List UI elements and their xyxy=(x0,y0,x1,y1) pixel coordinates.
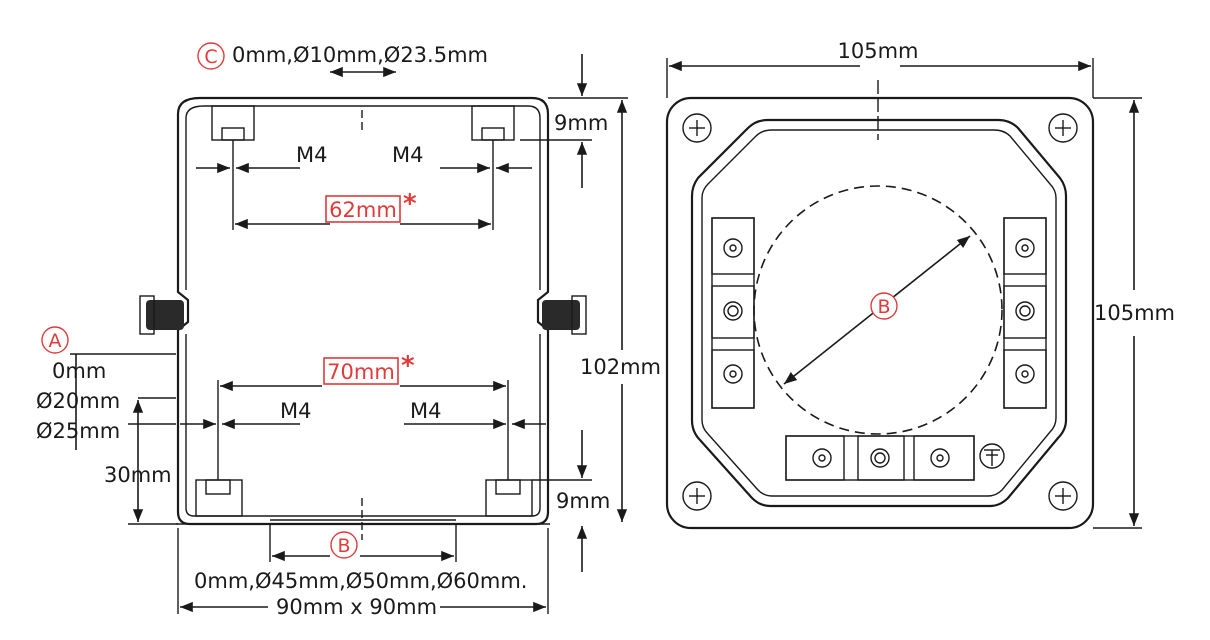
total-height-label: 102mm xyxy=(580,355,661,379)
top-plan-view: 105mm 105mm B xyxy=(665,39,1175,530)
side-entry-25-label: Ø25mm xyxy=(36,419,120,443)
side-elevation-view: C 0mm,Ø10mm,Ø23.5mm 9mm M4 M4 62mm * A 0… xyxy=(36,42,661,619)
top-spacing-note: * xyxy=(403,189,417,219)
bottom-cable-entry-label: 0mm,Ø45mm,Ø50mm,Ø60mm. xyxy=(194,569,527,593)
corner-screw-bottom-left xyxy=(682,481,712,511)
side-entry-0-label: 0mm xyxy=(52,359,106,383)
top-view-width-label: 105mm xyxy=(838,39,919,63)
enclosure-inner-wall xyxy=(185,105,541,517)
ground-symbol-icon xyxy=(979,443,1005,469)
footprint-label: 90mm x 90mm xyxy=(276,595,437,619)
marker-c: C xyxy=(204,46,217,68)
corner-screw-bottom-right xyxy=(1048,481,1078,511)
m4-bottom-left-label: M4 xyxy=(280,399,311,423)
m4-top-left-label: M4 xyxy=(296,143,327,167)
m4-top-right-label: M4 xyxy=(392,143,423,167)
left-terminal-strip xyxy=(711,217,755,409)
bottom-height-label: 9mm xyxy=(556,489,610,513)
bottom-spacing-note: * xyxy=(401,351,415,381)
marker-b-circle xyxy=(330,531,358,559)
marker-b-left: B xyxy=(337,535,350,557)
bottom-left-mounting-boss xyxy=(195,420,243,517)
m4-bottom-right-label: M4 xyxy=(410,399,441,423)
bottom-right-mounting-boss xyxy=(485,420,533,517)
top-spacing-label: 62mm xyxy=(329,198,397,222)
marker-a-circle xyxy=(41,326,69,354)
top-left-mounting-boss xyxy=(211,105,255,170)
lid-outline xyxy=(690,118,1068,508)
bottom-spacing-label: 70mm xyxy=(327,360,395,384)
top-view-height-label: 105mm xyxy=(1094,301,1175,325)
marker-b-right-circle xyxy=(870,292,898,320)
marker-a: A xyxy=(49,330,62,352)
top-cable-entry-label: 0mm,Ø10mm,Ø23.5mm xyxy=(232,43,488,67)
bottom-terminal-strip xyxy=(785,435,975,481)
corner-screw-top-left xyxy=(682,113,712,143)
flange-outline xyxy=(665,96,1095,530)
left-latch xyxy=(139,295,184,335)
right-terminal-strip xyxy=(1003,217,1047,409)
top-height-label: 9mm xyxy=(554,111,608,135)
right-latch xyxy=(542,295,587,335)
side-entry-height-label: 30mm xyxy=(104,463,172,487)
corner-screw-top-right xyxy=(1048,113,1078,143)
marker-c-circle xyxy=(197,42,225,70)
top-right-mounting-boss xyxy=(471,105,515,170)
marker-b-right: B xyxy=(877,296,890,318)
side-entry-20-label: Ø20mm xyxy=(36,389,120,413)
